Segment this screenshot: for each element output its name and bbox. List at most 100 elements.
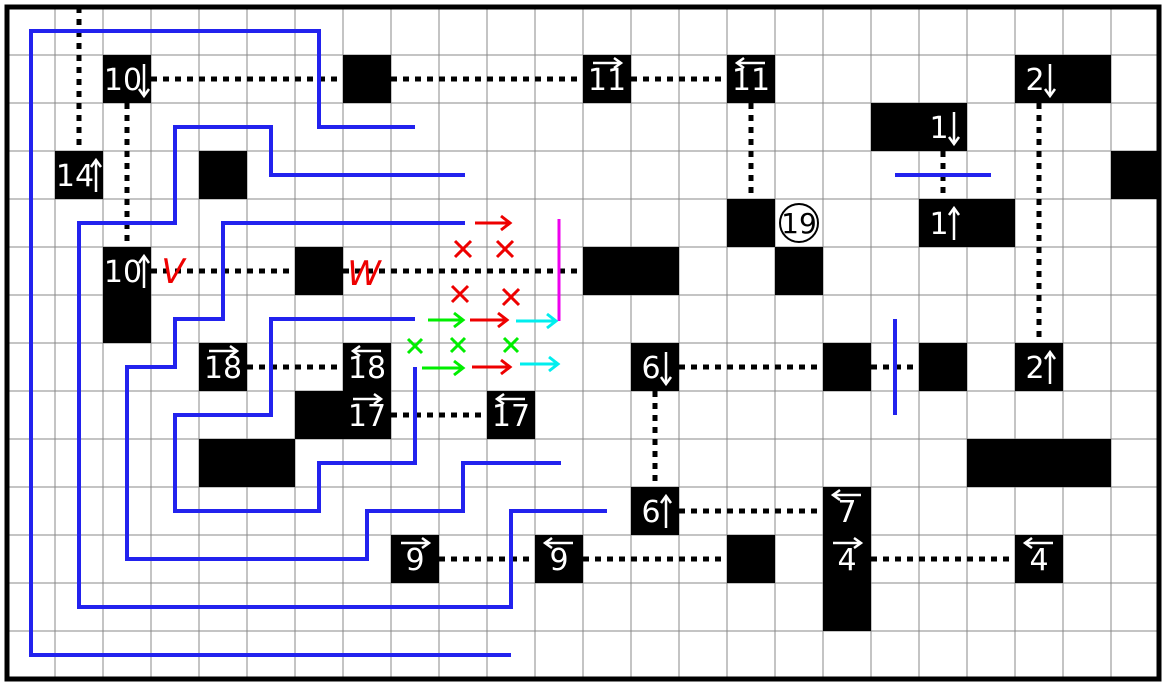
black-cell[interactable] xyxy=(823,583,871,631)
grid-cell[interactable] xyxy=(918,630,968,680)
grid-cell[interactable] xyxy=(582,6,632,56)
grid-cell[interactable] xyxy=(966,342,1016,392)
grid-cell[interactable] xyxy=(774,438,824,488)
grid-cell[interactable] xyxy=(726,390,776,440)
grid-cell[interactable] xyxy=(1062,294,1112,344)
clue-cell[interactable] xyxy=(919,103,967,151)
grid-cell[interactable] xyxy=(1110,198,1160,248)
black-cell[interactable] xyxy=(295,247,343,295)
grid-cell[interactable] xyxy=(918,246,968,296)
black-cell[interactable] xyxy=(631,247,679,295)
grid-cell[interactable] xyxy=(774,534,824,584)
grid-cell[interactable] xyxy=(822,198,872,248)
grid-cell[interactable] xyxy=(582,342,632,392)
grid-cell[interactable] xyxy=(534,6,584,56)
grid-cell[interactable] xyxy=(1110,390,1160,440)
grid-cell[interactable] xyxy=(1014,6,1064,56)
grid-cell[interactable] xyxy=(870,438,920,488)
grid-cell[interactable] xyxy=(822,6,872,56)
clue-cell[interactable] xyxy=(1015,343,1063,391)
black-cell[interactable] xyxy=(247,439,295,487)
grid-cell[interactable] xyxy=(726,630,776,680)
grid-cell[interactable] xyxy=(726,294,776,344)
grid-cell[interactable] xyxy=(774,582,824,632)
grid-cell[interactable] xyxy=(1014,630,1064,680)
black-cell[interactable] xyxy=(1015,439,1063,487)
black-cell[interactable] xyxy=(967,199,1015,247)
grid-cell[interactable] xyxy=(534,102,584,152)
grid-cell[interactable] xyxy=(870,582,920,632)
grid-cell[interactable] xyxy=(822,150,872,200)
black-cell[interactable] xyxy=(1111,151,1159,199)
grid-cell[interactable] xyxy=(438,6,488,56)
grid-cell[interactable] xyxy=(1062,150,1112,200)
black-cell[interactable] xyxy=(343,55,391,103)
grid-cell[interactable] xyxy=(582,582,632,632)
grid-cell[interactable] xyxy=(918,486,968,536)
grid-cell[interactable] xyxy=(534,582,584,632)
grid-cell[interactable] xyxy=(918,294,968,344)
grid-cell[interactable] xyxy=(582,150,632,200)
grid-cell[interactable] xyxy=(774,54,824,104)
grid-cell[interactable] xyxy=(822,438,872,488)
black-cell[interactable] xyxy=(919,343,967,391)
grid-cell[interactable] xyxy=(678,6,728,56)
grid-cell[interactable] xyxy=(1062,6,1112,56)
black-cell[interactable] xyxy=(727,535,775,583)
grid-cell[interactable] xyxy=(966,54,1016,104)
grid-cell[interactable] xyxy=(774,102,824,152)
grid-cell[interactable] xyxy=(678,582,728,632)
black-cell[interactable] xyxy=(103,295,151,343)
grid-cell[interactable] xyxy=(966,630,1016,680)
grid-cell[interactable] xyxy=(1110,438,1160,488)
grid-cell[interactable] xyxy=(678,150,728,200)
grid-cell[interactable] xyxy=(630,150,680,200)
grid-cell[interactable] xyxy=(1110,534,1160,584)
grid-cell[interactable] xyxy=(582,102,632,152)
black-cell[interactable] xyxy=(199,439,247,487)
grid-cell[interactable] xyxy=(630,6,680,56)
grid-cell[interactable] xyxy=(678,246,728,296)
grid-cell[interactable] xyxy=(726,6,776,56)
grid-cell[interactable] xyxy=(534,630,584,680)
grid-cell[interactable] xyxy=(1014,486,1064,536)
grid-cell[interactable] xyxy=(1062,342,1112,392)
grid-cell[interactable] xyxy=(678,198,728,248)
grid-cell[interactable] xyxy=(1110,6,1160,56)
grid-cell[interactable] xyxy=(918,438,968,488)
black-cell[interactable] xyxy=(775,247,823,295)
black-cell[interactable] xyxy=(967,439,1015,487)
grid-cell[interactable] xyxy=(1062,486,1112,536)
black-cell[interactable] xyxy=(1063,439,1111,487)
grid-cell[interactable] xyxy=(582,390,632,440)
grid-cell[interactable] xyxy=(486,102,536,152)
grid-cell[interactable] xyxy=(486,150,536,200)
grid-cell[interactable] xyxy=(1062,534,1112,584)
grid-cell[interactable] xyxy=(342,6,392,56)
grid-cell[interactable] xyxy=(630,102,680,152)
grid-cell[interactable] xyxy=(774,150,824,200)
grid-cell[interactable] xyxy=(966,582,1016,632)
grid-cell[interactable] xyxy=(966,390,1016,440)
grid-cell[interactable] xyxy=(1110,630,1160,680)
grid-cell[interactable] xyxy=(1110,54,1160,104)
black-cell[interactable] xyxy=(871,103,919,151)
grid-cell[interactable] xyxy=(1062,198,1112,248)
grid-cell[interactable] xyxy=(1110,246,1160,296)
grid-cell[interactable] xyxy=(678,294,728,344)
grid-cell[interactable] xyxy=(918,6,968,56)
grid-cell[interactable] xyxy=(774,630,824,680)
grid-cell[interactable] xyxy=(1062,582,1112,632)
grid-cell[interactable] xyxy=(1062,246,1112,296)
grid-cell[interactable] xyxy=(822,54,872,104)
clue-cell[interactable] xyxy=(1015,55,1063,103)
grid-cell[interactable] xyxy=(630,630,680,680)
grid-cell[interactable] xyxy=(582,630,632,680)
grid-cell[interactable] xyxy=(966,246,1016,296)
grid-cell[interactable] xyxy=(822,246,872,296)
grid-cell[interactable] xyxy=(630,582,680,632)
grid-cell[interactable] xyxy=(774,390,824,440)
grid-cell[interactable] xyxy=(822,294,872,344)
grid-cell[interactable] xyxy=(966,6,1016,56)
grid-cell[interactable] xyxy=(1110,486,1160,536)
